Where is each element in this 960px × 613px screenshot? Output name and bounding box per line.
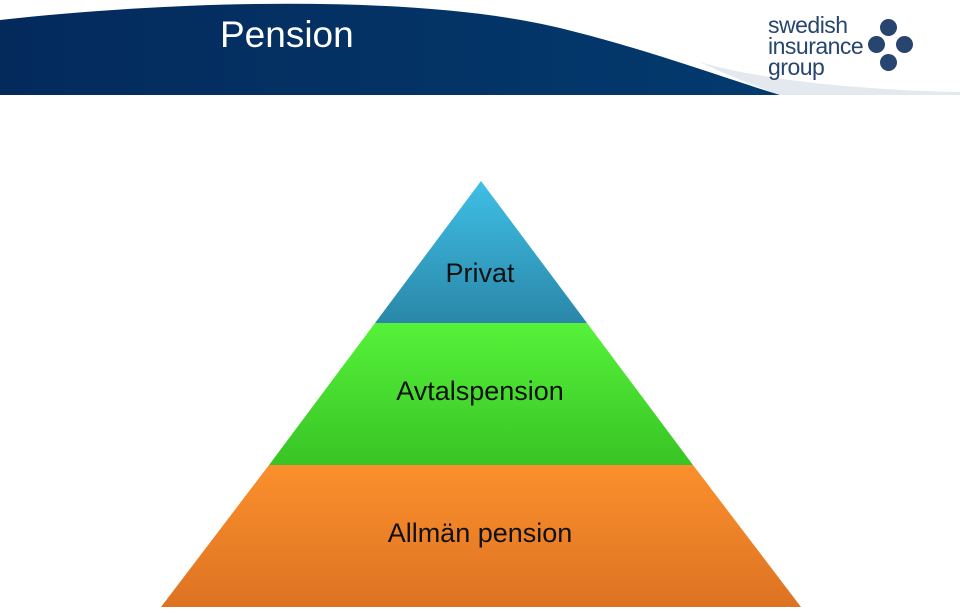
pyramid-tier-label: Avtalspension [396, 376, 564, 406]
logo-dot-icon [880, 54, 897, 71]
page-title: Pension [220, 14, 354, 55]
logo-text-line1: swedish [768, 12, 848, 38]
pyramid-tier-label: Allmän pension [387, 518, 573, 548]
logo-text-line3: group [768, 54, 825, 80]
logo-dot-icon [896, 36, 913, 53]
logo-text-line2: insurance [768, 33, 864, 59]
pyramid-tier-middle [269, 323, 693, 465]
pyramid-tier-bottom [161, 465, 801, 607]
company-logo: swedish insurance group [768, 14, 928, 80]
pyramid-tier-top [375, 181, 587, 323]
pyramid-tier-label: Privat [445, 258, 515, 288]
logo-dot-icon [868, 36, 885, 53]
header-banner [0, 3, 960, 95]
logo-dot-icon [880, 19, 897, 36]
